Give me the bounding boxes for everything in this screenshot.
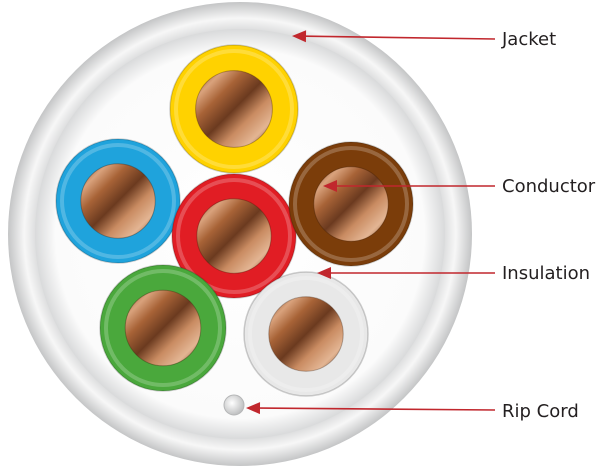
insulation-highlight xyxy=(176,178,292,294)
rip-cord xyxy=(223,394,245,416)
arrow-head xyxy=(292,30,307,43)
insulation-highlight xyxy=(60,143,176,259)
label-rip-cord: Rip Cord xyxy=(502,401,579,422)
copper-conductor xyxy=(196,198,272,274)
copper-conductor xyxy=(313,166,389,242)
arrow-line xyxy=(305,35,496,40)
red-wire xyxy=(171,173,297,299)
arrow-head xyxy=(246,402,261,415)
arrow-insulation xyxy=(317,267,495,279)
green-wire xyxy=(99,264,227,392)
arrow-rip-cord xyxy=(246,402,496,415)
copper-conductor xyxy=(80,163,156,239)
copper-conductor xyxy=(124,289,202,367)
white-wire xyxy=(243,271,369,397)
label-jacket: Jacket xyxy=(501,29,556,50)
brown-wire xyxy=(288,141,414,267)
insulation-highlight xyxy=(248,276,364,392)
copper-conductor xyxy=(195,70,273,148)
arrow-head xyxy=(323,180,337,192)
label-insulation: Insulation xyxy=(502,263,590,284)
copper-conductor xyxy=(268,296,344,372)
insulation-highlight xyxy=(293,146,409,262)
blue-wire xyxy=(55,138,181,264)
arrow-conductor xyxy=(323,180,495,192)
arrow-line xyxy=(259,407,496,411)
insulation-highlight xyxy=(174,49,294,169)
arrow-jacket xyxy=(292,30,496,43)
insulation-highlight xyxy=(104,269,222,387)
arrows-group xyxy=(246,30,496,415)
label-conductor: Conductor xyxy=(502,176,596,197)
arrow-head xyxy=(317,267,331,279)
yellow-wire xyxy=(169,44,299,174)
